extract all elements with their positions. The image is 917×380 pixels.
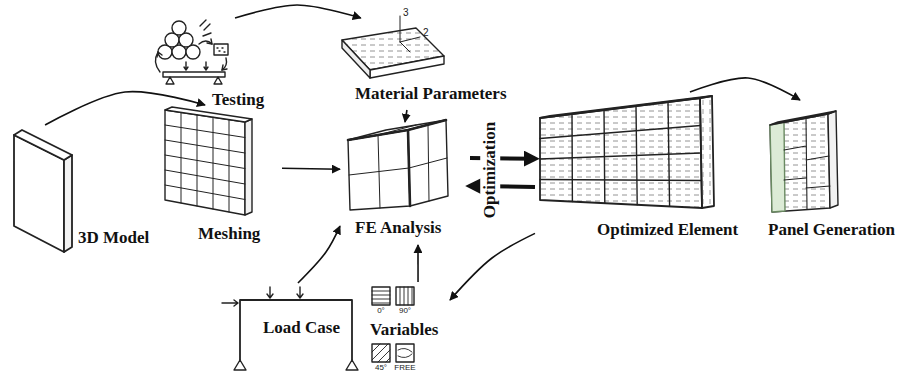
mesh-panel	[165, 107, 252, 215]
generated-panel	[770, 114, 830, 212]
testing-sketch	[214, 44, 228, 55]
testing-sketch	[222, 65, 227, 70]
testing-sketch	[166, 77, 222, 84]
axis-label: FREE	[394, 364, 415, 372]
node-label: Variables	[370, 320, 438, 340]
optimized-panel	[540, 96, 714, 208]
variable-swatches	[396, 287, 414, 305]
sketch-stroke	[14, 16, 838, 370]
figure-node: Material Parameters	[335, 18, 511, 110]
generated-panel	[770, 111, 836, 125]
generated-panel	[784, 118, 830, 209]
edge-label: Optimization	[480, 119, 500, 221]
flow-arrow	[405, 110, 407, 122]
testing-sketch	[207, 39, 212, 44]
material-slab	[342, 16, 444, 78]
model-panel	[14, 130, 72, 160]
node-label: Optimized Element	[597, 220, 738, 240]
flow-arrow	[298, 226, 340, 283]
variable-swatches	[372, 344, 390, 362]
node-label: Testing	[212, 90, 264, 110]
node-label: Panel Generation	[768, 220, 895, 240]
load-frame	[222, 300, 238, 306]
variable-swatches	[372, 287, 390, 305]
axis-label: 45°	[375, 364, 387, 372]
testing-sketch	[172, 21, 186, 35]
node-label: Material Parameters	[355, 84, 507, 104]
figure-node: Meshing	[160, 105, 282, 248]
testing-sketch	[157, 52, 162, 57]
load-frame	[222, 287, 358, 370]
axis-label: 0°	[377, 307, 385, 315]
node-label: Meshing	[198, 224, 260, 244]
material-slab	[370, 56, 444, 78]
fe-element	[348, 120, 448, 210]
figure-node: Testing	[150, 18, 280, 114]
load-frame	[267, 287, 303, 298]
flow-arrow	[450, 233, 535, 300]
mesh-panel	[165, 110, 245, 215]
load-frame	[240, 300, 352, 360]
flow-arrow	[45, 92, 205, 125]
generated-panel	[770, 122, 785, 212]
flow-arrow	[282, 167, 340, 170]
flow-arrow	[690, 78, 800, 100]
model-panel	[64, 155, 72, 252]
material-slab	[400, 16, 420, 52]
axis-label: 2	[423, 28, 429, 38]
axis-label: 3	[403, 8, 409, 18]
variable-swatches	[372, 291, 390, 303]
testing-sketch	[222, 58, 227, 70]
variable-swatches	[396, 344, 414, 362]
node-label: Load Case	[263, 318, 340, 338]
axis-label: 90°	[399, 307, 411, 315]
variable-swatches	[400, 287, 412, 305]
node-label: 3D Model	[78, 228, 149, 248]
optimized-panel	[540, 96, 712, 118]
figure-node: Panel Generation	[760, 100, 912, 245]
testing-sketch	[184, 62, 208, 70]
figure-node: FE Analysis	[340, 122, 470, 245]
mesh-panel	[245, 119, 252, 215]
fe-element	[348, 120, 446, 206]
testing-sketch	[155, 20, 228, 84]
testing-sketch	[163, 72, 225, 77]
node-label: FE Analysis	[355, 218, 441, 238]
testing-sketch	[200, 20, 211, 36]
mesh-panel	[165, 107, 252, 122]
variable-swatches	[372, 344, 390, 362]
load-frame	[234, 360, 358, 370]
testing-sketch	[217, 48, 225, 52]
mesh-panel	[165, 125, 245, 200]
optimized-panel	[540, 126, 702, 181]
optimized-panel	[700, 96, 714, 208]
figure-node: Load Case	[215, 283, 365, 375]
generated-panel	[770, 111, 838, 212]
model-panel	[14, 130, 72, 252]
material-slab	[342, 40, 370, 78]
figure-node: Optimized Element	[535, 92, 757, 244]
flow-arrow	[417, 245, 419, 282]
generated-panel	[828, 111, 838, 208]
flow-arrow	[235, 5, 361, 18]
figure-node: 3D Model	[8, 125, 153, 255]
variable-swatches	[398, 348, 412, 357]
